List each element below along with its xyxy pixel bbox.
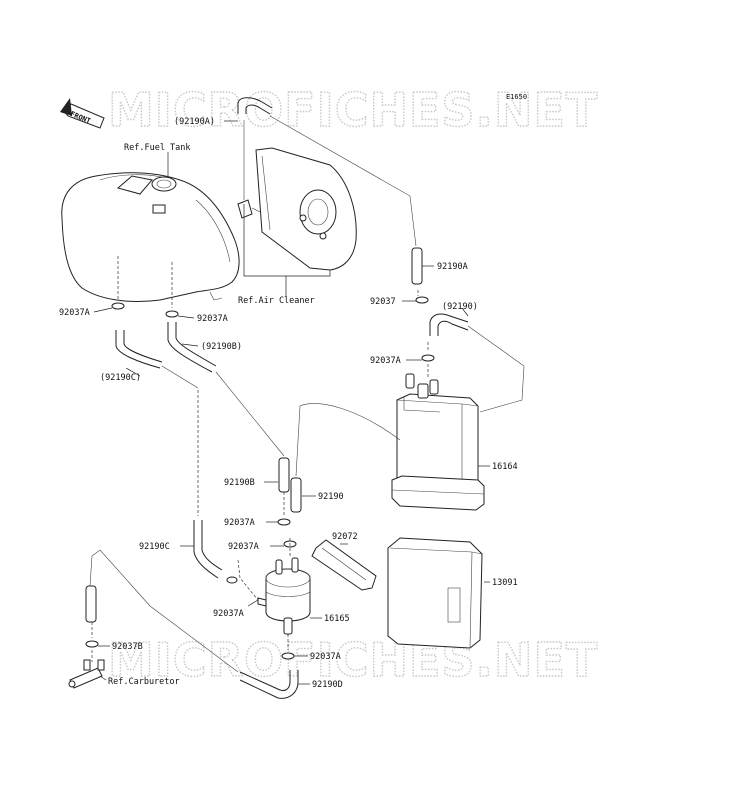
callout-92190B-paren: (92190B) (201, 342, 242, 352)
callout-92037B: 92037B (112, 642, 143, 652)
front-arrow-icon: FRONT (60, 98, 105, 129)
clamps (85, 296, 435, 660)
figure-code: E1650 (506, 93, 527, 101)
callout-92190A-right: 92190A (437, 262, 468, 272)
callout-ref-fuel-tank: Ref.Fuel Tank (124, 143, 191, 153)
callout-92037A-mid: 92037A (197, 314, 228, 324)
callout-92190-paren: (92190) (442, 302, 478, 312)
callout-92072: 92072 (332, 532, 358, 542)
callout-92190: 92190 (318, 492, 344, 502)
callout-92190C: 92190C (139, 542, 170, 552)
callout-92037-right: 92037 (370, 297, 396, 307)
callout-92037A-filter3: 92037A (213, 609, 244, 619)
callout-92037A-filter1: 92037A (224, 518, 255, 528)
callout-92190A-top: (92190A) (174, 117, 215, 127)
canister-16164 (391, 373, 485, 511)
callout-92037A-left: 92037A (59, 308, 90, 318)
callout-92037A-bottom: 92037A (310, 652, 341, 662)
callout-16165: 16165 (324, 614, 350, 624)
fuel-tank (61, 172, 240, 302)
routing-lines (89, 115, 525, 673)
air-cleaner (237, 147, 357, 271)
callout-92190D: 92190D (312, 680, 343, 690)
bracket-13091 (387, 537, 483, 649)
callout-13091: 13091 (492, 578, 518, 588)
callout-92190C-paren: (92190C) (100, 373, 141, 383)
watermark-bottom: MICROFICHES.NET (108, 633, 598, 687)
callout-ref-air-cleaner: Ref.Air Cleaner (238, 296, 315, 306)
strap-92072 (311, 539, 377, 591)
hoses (85, 97, 469, 699)
callout-16164: 16164 (492, 462, 518, 472)
callout-92190B: 92190B (224, 478, 255, 488)
callout-92037A-filter2: 92037A (228, 542, 259, 552)
filter-16165 (257, 557, 311, 635)
callouts: (92190A) Ref.Fuel Tank Ref.Air Cleaner 9… (59, 117, 518, 690)
leader-lines (93, 120, 490, 685)
callout-ref-carburetor: Ref.Carburetor (108, 677, 180, 687)
watermark-top: MICROFICHES.NET (108, 83, 598, 137)
callout-92037A-canister: 92037A (370, 356, 401, 366)
carburetor-fitting (68, 659, 105, 689)
